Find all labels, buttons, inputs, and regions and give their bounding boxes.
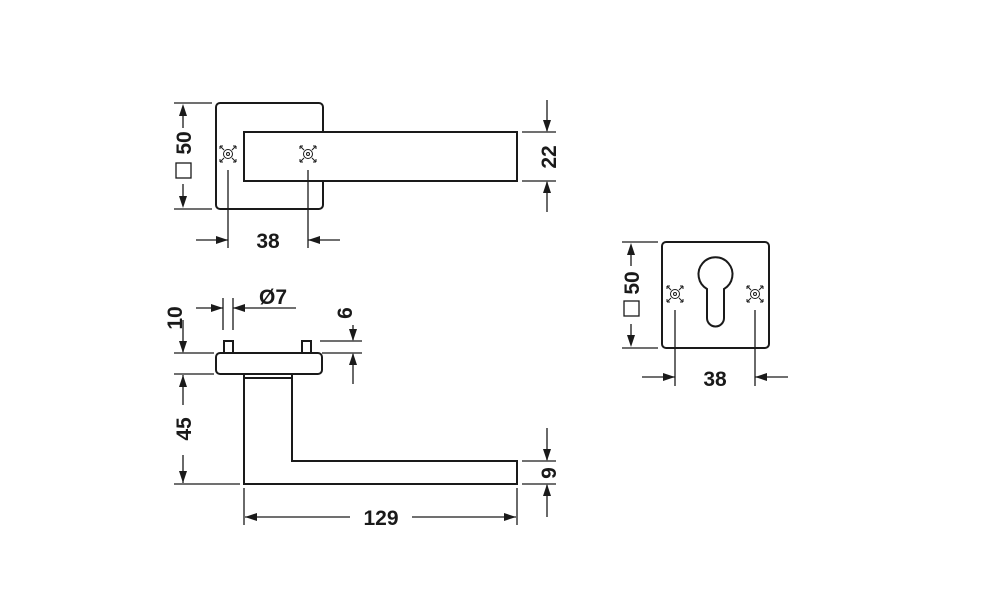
dim-lever-length: 129 — [243, 488, 518, 530]
rose-thickness-label: 10 — [164, 306, 187, 329]
square-symbol-icon — [175, 162, 192, 179]
lever-length-label: 129 — [363, 507, 398, 530]
dim-projection: 45 — [173, 373, 240, 485]
lever-profile — [243, 374, 518, 485]
lever-handle-top — [243, 131, 518, 182]
screw-icon — [666, 285, 684, 303]
lever-height-label: 22 — [538, 145, 561, 168]
fixing-pin-right — [301, 340, 312, 354]
screw-spacing-top-label: 38 — [256, 230, 280, 253]
escutcheon-view — [661, 241, 770, 349]
fixing-pin-left — [223, 340, 234, 354]
dim-lever-height: 22 — [522, 100, 561, 212]
profile-cylinder-cutout — [697, 256, 734, 328]
dim-screw-spacing-top: 38 — [196, 170, 340, 253]
rose-base — [215, 352, 323, 375]
screw-icon — [219, 145, 237, 163]
dim-escutcheon-screw-spacing: 38 — [642, 310, 788, 391]
dim-rose-thickness: 10 — [164, 306, 214, 354]
dim-rose-size: 50 — [173, 102, 212, 210]
escutcheon-plate — [661, 241, 770, 349]
dim-lever-thickness: 9 — [522, 428, 561, 517]
lever-side-view — [215, 340, 518, 485]
dim-pin-height: 6 — [320, 307, 362, 384]
dim-escutcheon-size: 50 — [621, 241, 658, 349]
escutcheon-size-label: 50 — [621, 271, 644, 294]
square-symbol-icon — [623, 300, 640, 317]
dim-spindle-diameter: Ø7 — [196, 286, 296, 330]
rose-size-label: 50 — [173, 131, 196, 154]
screw-icon — [746, 285, 764, 303]
lever-thickness-label: 9 — [538, 467, 561, 479]
spindle-diameter-label: Ø7 — [259, 286, 287, 309]
projection-label: 45 — [173, 417, 196, 441]
pin-height-label: 6 — [334, 307, 357, 319]
lever-top-view — [215, 102, 518, 210]
escutcheon-screw-spacing-label: 38 — [703, 368, 727, 391]
